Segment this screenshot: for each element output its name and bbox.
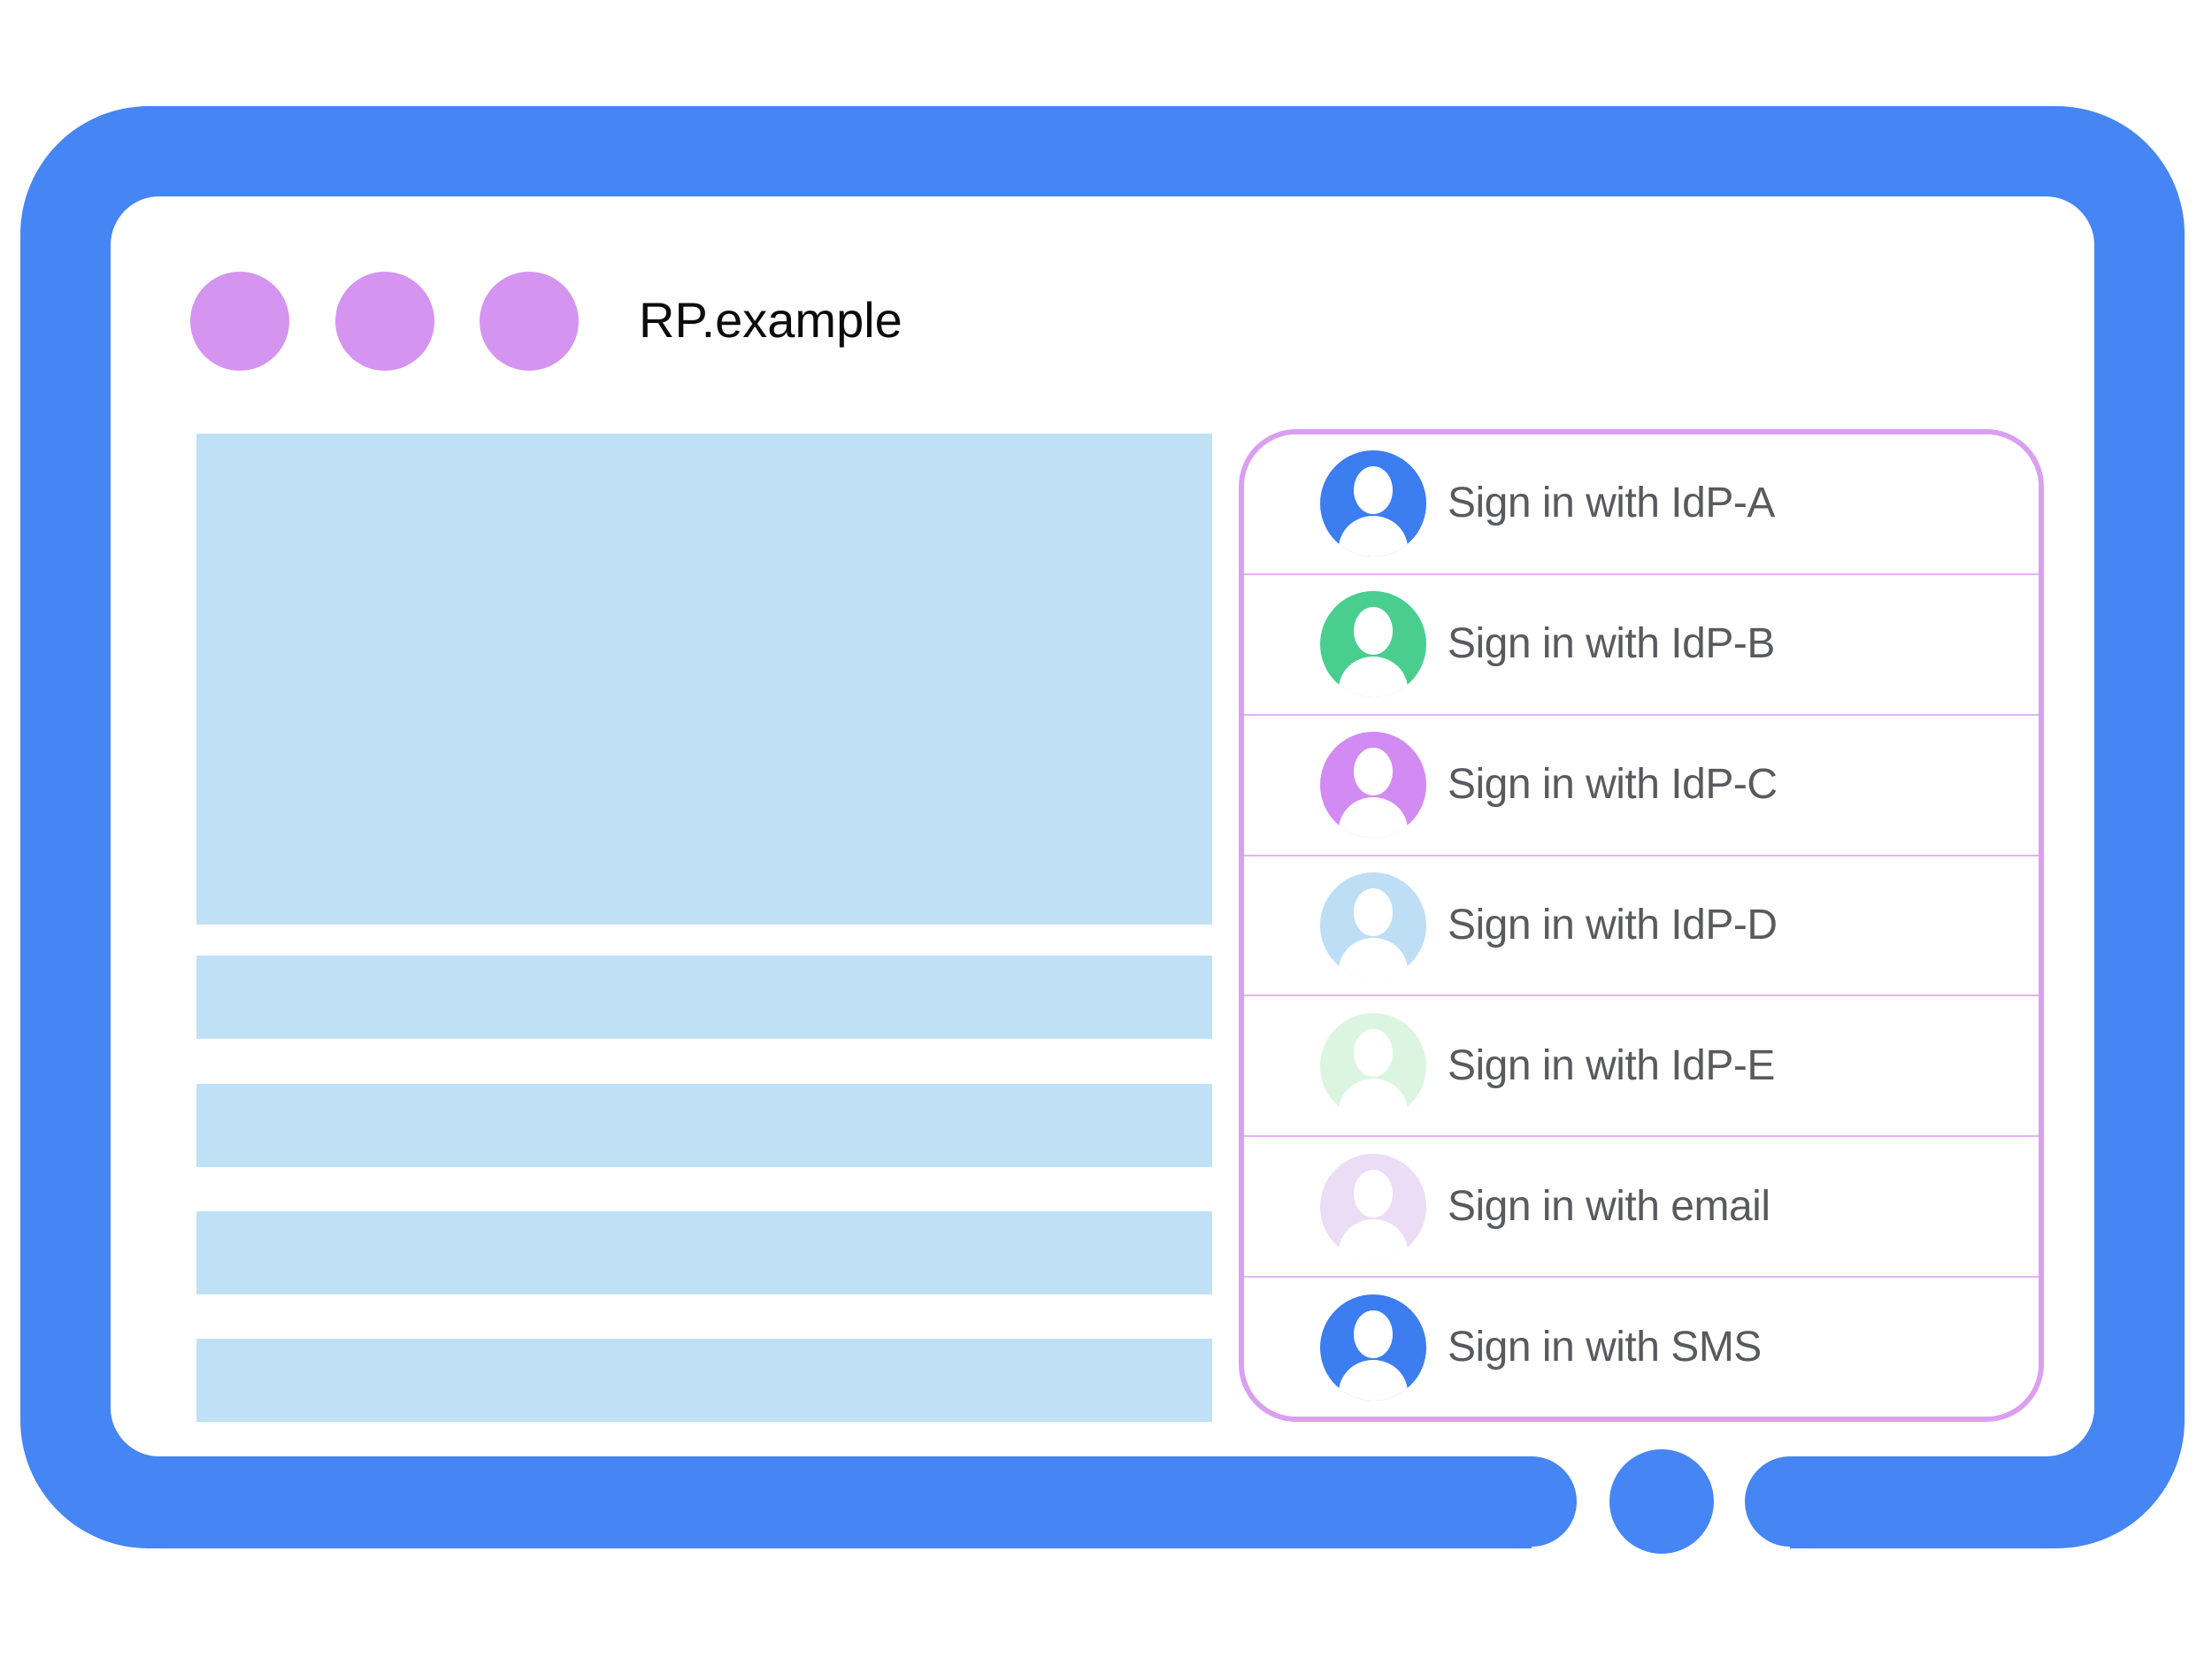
signin-option-label: Sign in with IdP-C [1448,761,1778,809]
signin-option-idp-d[interactable]: Sign in with IdP-D [1244,854,2039,995]
signin-option-idp-a[interactable]: Sign in with IdP-A [1244,434,2039,573]
signin-option-label: Sign in with IdP-E [1448,1041,1775,1089]
person-icon [1320,1294,1426,1401]
signin-option-idp-c[interactable]: Sign in with IdP-C [1244,713,2039,855]
person-icon [1320,1153,1426,1260]
signin-panel: Sign in with IdP-A Sign in with IdP-B [1239,429,2044,1422]
signin-option-sms[interactable]: Sign in with SMS [1244,1276,2039,1417]
frame-bottom-left-cap [1486,1456,1577,1547]
page-title: RP.example [639,292,902,348]
person-icon [1320,450,1426,557]
content-placeholder-bar [196,1084,1212,1167]
home-button-dot [1609,1449,1714,1554]
frame-bottom-right-cap [1745,1456,1835,1547]
person-icon [1320,732,1426,839]
signin-option-label: Sign in with IdP-B [1448,620,1775,668]
signin-option-idp-b[interactable]: Sign in with IdP-B [1244,572,2039,714]
window-control-dot[interactable] [190,272,289,371]
signin-option-idp-e[interactable]: Sign in with IdP-E [1244,995,2039,1136]
content-placeholder-bar [196,1339,1212,1422]
signin-option-label: Sign in with email [1448,1182,1770,1230]
person-icon [1320,872,1426,979]
content-placeholder-hero [196,434,1212,925]
signin-option-label: Sign in with IdP-A [1448,480,1775,527]
person-icon [1320,1012,1426,1119]
signin-option-label: Sign in with SMS [1448,1323,1762,1371]
signin-option-email[interactable]: Sign in with email [1244,1135,2039,1277]
signin-option-label: Sign in with IdP-D [1448,902,1778,949]
window-control-dot[interactable] [480,272,579,371]
content-placeholder-bar [196,1211,1212,1294]
window-control-dot[interactable] [335,272,434,371]
person-icon [1320,591,1426,698]
content-placeholder-bar [196,956,1212,1039]
